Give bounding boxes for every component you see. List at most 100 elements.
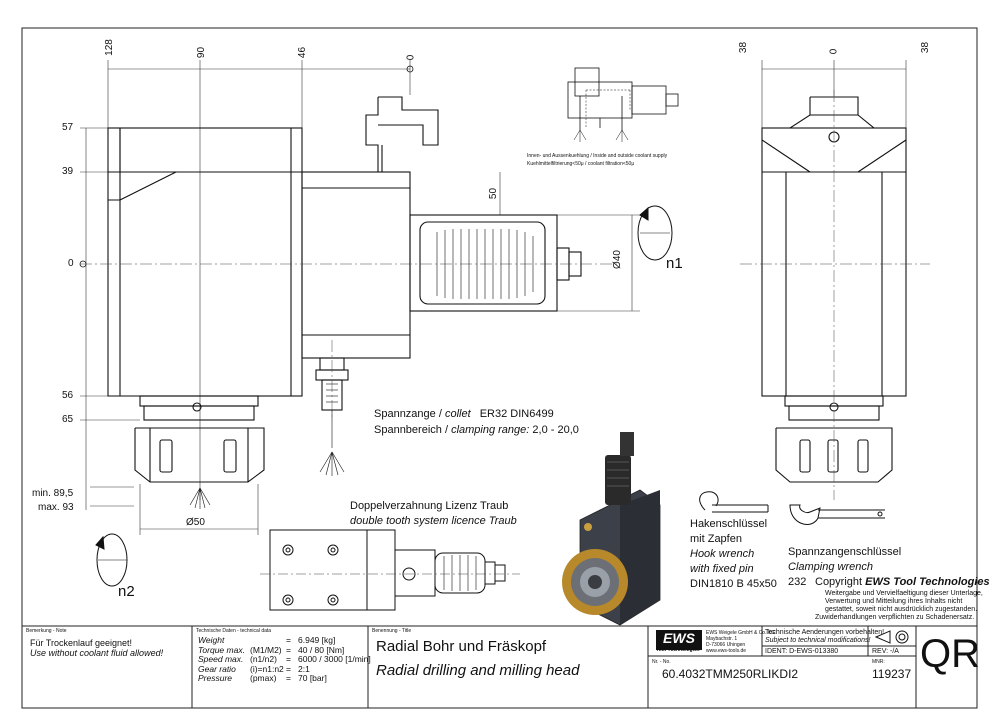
dim-top-46: 46 [297,46,309,59]
hook-wrench-de2: mit Zapfen [690,533,742,545]
dim-left-39: 39 [62,166,74,177]
number-label: Nr. - No. [652,659,671,665]
copyright-line2: Verwertung und Mitteilung ihres Inhalts … [825,598,963,605]
mnr-number: 119237 [872,667,912,681]
hook-wrench-de1: Hakenschlüssel [690,518,768,530]
tech-row-label: Pressure [198,673,233,683]
dim-min: min. 89,5 [32,488,74,499]
hook-wrench-en1: Hook wrench [690,548,755,560]
rotation-label-n1: n1 [666,255,683,272]
ews-logo: EWS [656,630,702,650]
front-view [79,60,640,535]
dim-side-38-right: 38 [920,41,932,54]
change-note-en: Subject to technical modifications! [765,637,871,644]
drawing-title-en: Radial drilling and milling head [376,662,580,679]
collet-line1: Spannzange / collet ER32 DIN6499 [374,408,554,420]
dim-left-56: 56 [62,390,74,401]
clamping-range-label-de: Spannbereich / [374,424,448,436]
copyright-heading: Copyright EWS Tool Technologies [815,576,990,588]
qr-mark: QR [920,632,980,676]
tech-row-eq: = [286,673,291,683]
copyright-prefix: Copyright [815,576,863,588]
company-line4: www.ews-tools.de [706,648,747,654]
dim-50: 50 [488,187,500,200]
tech-row-unit: (pmax) [250,673,277,683]
double-tooth-detail-view [260,529,520,611]
product-3d-render [562,432,661,626]
dim-side-0: 0 [828,48,840,55]
drawing-number: 60.4032TMM250RLIKDI2 [662,667,799,681]
rotation-symbol-n2 [95,533,128,587]
tech-row-label: Speed max. [198,654,244,664]
hook-wrench-en2: with fixed pin [690,563,754,575]
tech-row-value: 6000 / 3000 [1/min] [298,654,371,664]
dim-max: max. 93 [38,502,74,513]
sheet-border [21,27,978,709]
mnr-label: MNR: [872,659,885,665]
clamping-range-value: 2,0 - 20,0 [532,424,579,436]
coolant-note-line2: Kuehlmittelfiltrierung<50μ / coolant fil… [527,161,635,167]
tech-row-unit: (n1/n2) [250,654,277,664]
tech-row-label: Torque max. [198,644,245,655]
title-label: Benennung - Title [372,628,412,634]
company-line2: Maybachstr. 1 [706,636,738,642]
hook-wrench-spec: DIN1810 B 45x50 [690,578,777,590]
coolant-note-line1: Innen- und Aussenkuehlung / Inside and o… [527,153,668,159]
ews-logo-sub: Tool Technologies [656,647,700,653]
tech-row: Torque max. (M1/M2) = 40 / 80 [Nm] [198,644,371,656]
projection-symbol-icon [874,630,909,644]
copyright-brand: EWS Tool Technologies [865,576,990,588]
double-tooth-label-de: Doppelverzahnung Lizenz Traub [350,500,509,512]
copyright-line4: Zuwiderhandlungen verpflichten zu Schade… [815,614,975,621]
dim-top-128: 128 [103,39,115,56]
tech-row-label: Gear ratio [198,663,236,674]
coolant-detail-view [567,67,679,142]
tech-row: Weight=6.949 [kg] [198,635,371,646]
copyright-line3: gestattet, soweit nicht ausdrücklich zug… [825,606,978,613]
collet-label-en: collet [444,408,471,420]
tech-row-value: 2:1 [298,663,310,674]
clamping-wrench-de: Spannzangenschlüssel [788,546,902,558]
dim-left-0: 0 [68,258,74,269]
clamping-wrench-en: Clamping wrench [788,561,873,573]
dim-top-0: 0 [405,54,417,61]
tech-row-eq: = [286,654,291,664]
tech-row-value: 40 / 80 [Nm] [298,644,345,655]
collet-spec: ER32 DIN6499 [479,408,554,420]
tech-row-label: Weight [198,635,225,645]
tech-row-value: 6.949 [kg] [298,635,336,645]
side-view [740,60,930,500]
collet-label-de: Spannzange / [374,408,442,420]
tech-data-label: Technische Daten - technical data [196,628,272,634]
revision: REV: -/A [872,648,899,655]
clamping-wrench-number: 232 [788,576,807,588]
clamping-wrench-drawing [789,504,885,525]
note-en: Use without coolant fluid allowed! [30,648,164,658]
tech-row-eq: = [286,644,291,655]
company-line3: D-73066 Uhingen [706,642,746,648]
tech-row-value: 70 [bar] [298,673,327,683]
hook-wrench-drawing [699,491,769,513]
company-line1: EWS Weigele GmbH & Co. KG [706,630,776,636]
double-tooth-label-en: double tooth system licence Traub [350,515,517,527]
tech-row-unit: (i)=n1:n2 [250,663,284,674]
copyright-line1: Weitergabe und Vervielfaeltigung dieser … [825,590,983,597]
rotation-label-n2: n2 [118,583,135,600]
note-label: Bemerkung - Note [26,628,67,634]
clamping-range-label-en: clamping range: [451,424,530,436]
change-note-de: Technische Aenderungen vorbehalten! [765,629,885,636]
collet-line2: Spannbereich / clamping range: 2,0 - 20,… [374,424,579,436]
title-block-frame [22,625,977,708]
dim-top-90: 90 [196,46,208,59]
dim-left-65: 65 [62,414,74,425]
tech-row-eq: = [286,663,291,674]
tech-row: Speed max. (n1/n2) = 6000 / 3000 [1/min] [198,654,371,665]
dim-diameter-40: Ø40 [611,250,623,269]
ident-number: IDENT: D-EWS-013380 [765,648,839,655]
tech-data-table: Weight=6.949 [kg] Torque max.(M1/M2)=40 … [198,635,371,684]
tech-row: Pressure (pmax) = 70 [bar] [198,673,371,684]
tech-row-unit: (M1/M2) [250,644,282,655]
dim-left-57: 57 [62,122,74,133]
